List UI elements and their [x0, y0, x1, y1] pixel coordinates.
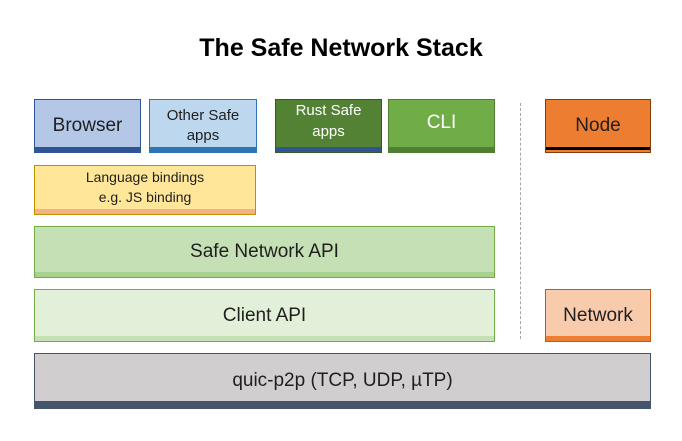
language-bindings-block: Language bindings e.g. JS binding	[34, 165, 256, 215]
dashed-divider	[520, 103, 521, 339]
client-api-label: Client API	[222, 304, 307, 326]
cli-block: CLI	[388, 99, 495, 153]
diagram-title: The Safe Network Stack	[199, 34, 483, 62]
language-bindings-base-bar	[35, 209, 255, 214]
browser-block: Browser	[34, 99, 141, 153]
browser-base-bar	[35, 147, 140, 152]
safe-network-api-block: Safe Network API	[34, 226, 495, 278]
rust-safe-apps-base-bar	[276, 147, 381, 152]
other-safe-apps-block: Other Safe apps	[149, 99, 257, 153]
node-label: Node	[575, 115, 621, 136]
rust-safe-apps-block: Rust Safe apps	[275, 99, 382, 153]
other-safe-apps-label: Other Safe apps	[166, 107, 240, 144]
quic-p2p-block: quic-p2p (TCP, UDP, µTP)	[34, 353, 651, 409]
network-base-bar	[546, 336, 650, 341]
network-block: Network	[545, 289, 651, 342]
cli-label: CLI	[426, 112, 457, 133]
other-safe-apps-base-bar	[150, 147, 256, 152]
browser-label: Browser	[52, 115, 123, 136]
node-block: Node	[545, 99, 651, 153]
quic-p2p-label: quic-p2p (TCP, UDP, µTP)	[232, 370, 453, 391]
client-api-block: Client API	[34, 289, 495, 342]
network-label: Network	[563, 304, 633, 326]
rust-safe-apps-label: Rust Safe apps	[295, 102, 362, 140]
safe-network-api-label: Safe Network API	[190, 241, 339, 262]
quic-p2p-base-bar	[35, 401, 650, 408]
cli-base-bar	[389, 147, 494, 152]
client-api-base-bar	[35, 336, 494, 341]
language-bindings-label: Language bindings e.g. JS binding	[85, 169, 205, 205]
node-base-bar	[546, 147, 650, 150]
safe-network-api-base-bar	[35, 272, 494, 277]
